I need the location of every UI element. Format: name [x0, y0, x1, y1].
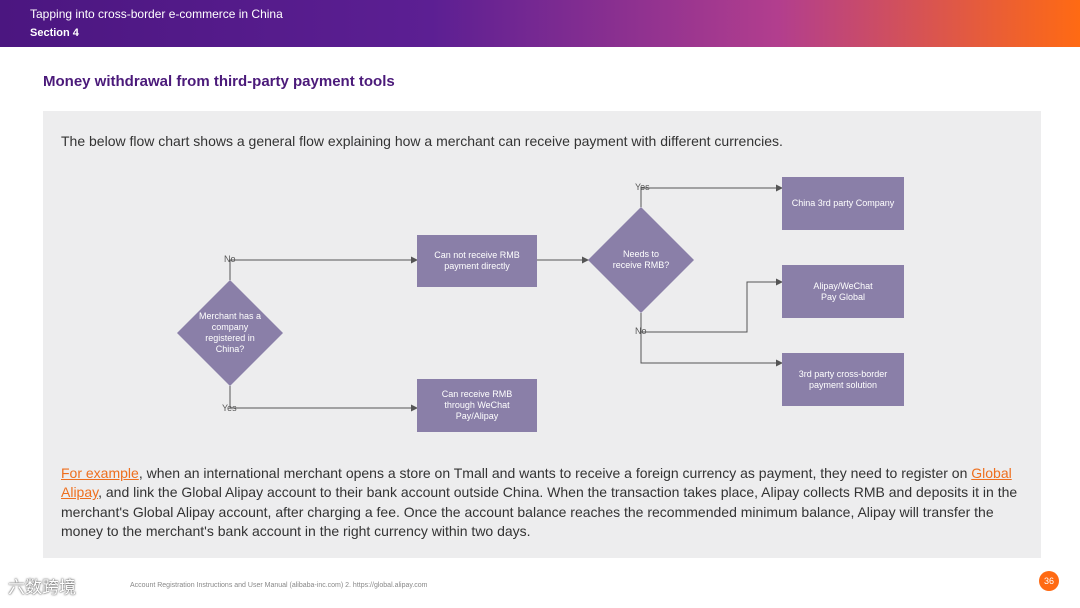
decision-company-shape [177, 280, 283, 386]
label-yes-2: Yes [635, 182, 650, 192]
footer-source: Account Registration Instructions and Us… [130, 582, 428, 589]
node-alipay-global: Alipay/WeChat Pay Global [782, 265, 904, 318]
label-no-1: No [224, 254, 236, 264]
edge-no-1 [229, 256, 418, 280]
node-cannot-receive: Can not receive RMB payment directly [417, 235, 537, 287]
node-can-receive: Can receive RMB through WeChat Pay/Alipa… [417, 379, 537, 432]
page-title: Money withdrawal from third-party paymen… [43, 73, 395, 90]
body-text-2: , and link the Global Alipay account to … [61, 484, 1018, 539]
node-crossborder: 3rd party cross-border payment solution [782, 353, 904, 406]
edge-yes-2 [640, 184, 783, 207]
decision-rmb-shape [588, 207, 694, 313]
label-no-2: No [635, 326, 647, 336]
link-for-example[interactable]: For example [61, 465, 139, 481]
intro-text: The below flow chart shows a general flo… [61, 133, 783, 149]
header-banner: Tapping into cross-border e-commerce in … [0, 0, 1080, 47]
flowchart-connectors [177, 184, 783, 412]
node-china-company: China 3rd party Company [782, 177, 904, 230]
body-text-1: , when an international merchant opens a… [138, 465, 972, 481]
content-panel: The below flow chart shows a general flo… [43, 111, 1041, 558]
header-section: Section 4 [30, 27, 79, 39]
edge-no-2b [640, 332, 783, 367]
edge-no-2a [640, 278, 783, 333]
header-title: Tapping into cross-border e-commerce in … [30, 7, 283, 21]
decision-company-label: Merchant has a company registered in Chi… [198, 311, 262, 354]
label-yes-1: Yes [222, 403, 237, 413]
body-paragraph: For example, when an international merch… [61, 464, 1033, 541]
decision-rmb-label: Needs to receive RMB? [612, 249, 670, 270]
edge-yes-1 [229, 386, 418, 412]
watermark: 六数跨境 [8, 578, 76, 598]
page-number-badge: 36 [1039, 571, 1059, 591]
link-global-alipay[interactable]: Global Alipay [61, 465, 1012, 501]
